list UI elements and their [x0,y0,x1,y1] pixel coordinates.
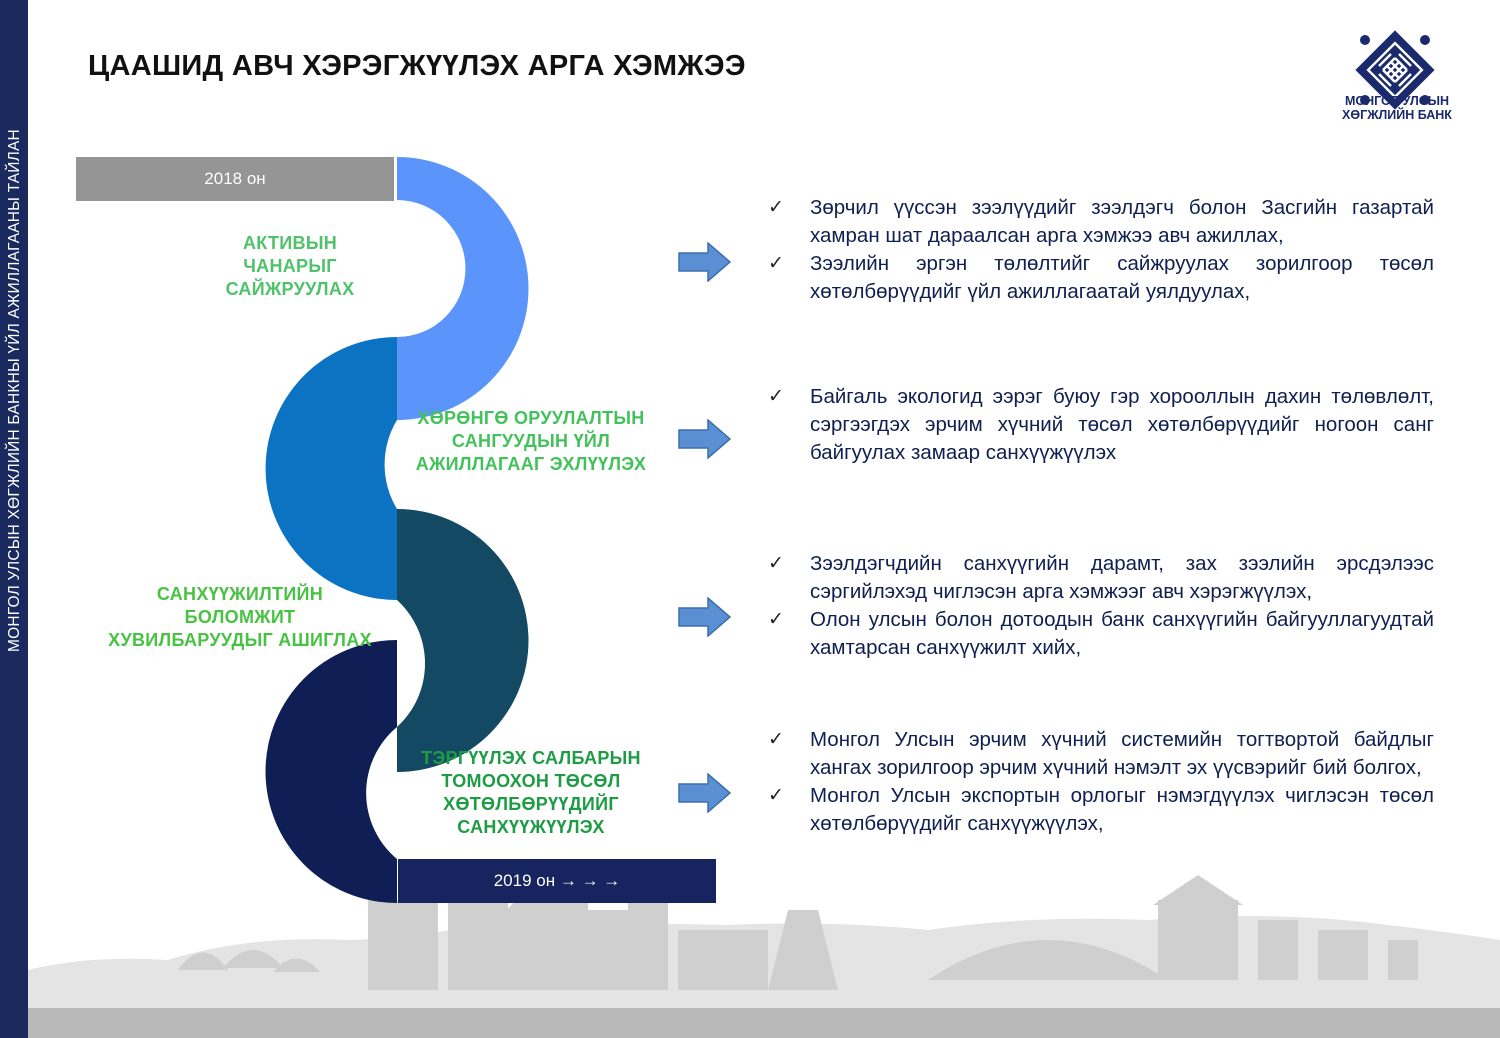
list-item: ✓ Зээлдэгчдийн санхүүгийн дарамт, зах зээ… [768,550,1434,606]
stage-3-line-2: БОЛОМЖИТ [184,607,296,627]
stage-label-2: ХӨРӨНГӨ ОРУУЛАЛТЫН САНГУУДЫН ҮЙЛ АЖИЛЛАГ… [396,407,666,476]
stage-3-line-1: САНХҮҮЖИЛТИЙН [156,584,324,604]
list-item: ✓ Олон улсын болон дотоодын банк санхүүги… [768,606,1434,662]
action-group-3: ✓ Зээлдэгчдийн санхүүгийн дарамт, зах зээ… [768,550,1434,662]
list-item-text: Олон улсын болон дотоодын банк санхүүгий… [810,608,1434,659]
stage-1-line-2: ЧАНАРЫГ [243,256,337,276]
stage-4-line-2: ТОМООХОН ТӨСӨЛ [441,771,621,791]
check-icon: ✓ [768,729,784,750]
end-year-bar: 2019 он → → → [398,859,716,903]
check-icon: ✓ [768,553,784,574]
list-item: ✓ Зээлийн эргэн төлөлтийг сайжруулах зори… [768,250,1434,306]
logo-line-1: МОНГОЛ УЛСЫН [1344,94,1450,108]
list-item: ✓ Монгол Улсын эрчим хүчний системийн тог… [768,726,1434,782]
list-item: ✓ Байгаль экологид ээрэг буюу гэр хороолл… [768,383,1434,467]
start-year-bar: 2018 он [76,157,394,201]
stage-4-line-4: САНХҮҮЖҮҮЛЭХ [457,817,605,837]
list-item-text: Зээлдэгчдийн санхүүгийн дарамт, зах зээл… [810,552,1434,603]
stage-1-line-1: АКТИВЫН [242,233,338,253]
city-skyline-image [28,868,1500,1038]
stage-2-line-2: САНГУУДЫН ҮЙЛ [451,431,611,451]
endless-knot-icon [1355,30,1435,110]
check-icon: ✓ [768,386,784,407]
list-item-text: Монгол Улсын эрчим хүчний системийн тогт… [810,728,1434,779]
list-item-text: Байгаль экологид ээрэг буюу гэр хорооллы… [810,385,1434,464]
stage-4-line-3: ХӨТӨЛБӨРҮҮДИЙГ [443,794,619,814]
stage-2-line-3: АЖИЛЛАГААГ ЭХЛҮҮЛЭХ [415,454,647,474]
sidebar [0,0,28,1038]
timeline-ribbon-1 [397,157,529,420]
arrow-right-icon [678,242,732,282]
footer-band [28,1008,1500,1038]
stage-4-line-1: ТЭРГҮҮЛЭХ САЛБАРЫН [421,748,641,768]
arrow-right-icon [678,419,732,459]
list-item-text: Зээлийн эргэн төлөлтийг сайжруулах зорил… [810,252,1434,303]
list-item-text: Монгол Улсын экспортын орлогыг нэмэгдүүл… [810,784,1434,835]
arrow-right-icon [678,773,732,813]
action-group-1: ✓ Зөрчил үүссэн зээлүүдийг зээлдэгч болон… [768,194,1434,306]
action-group-2: ✓ Байгаль экологид ээрэг буюу гэр хороолл… [768,383,1434,467]
stage-label-1: АКТИВЫН ЧАНАРЫГ САЙЖРУУЛАХ [190,232,390,301]
list-item: ✓ Монгол Улсын экспортын орлогыг нэмэгдүү… [768,782,1434,838]
logo-line-2: ХӨГЖЛИЙН БАНК [1342,108,1452,122]
stage-2-line-1: ХӨРӨНГӨ ОРУУЛАЛТЫН [417,408,645,428]
list-item-text: Зөрчил үүссэн зээлүүдийг зээлдэгч болон … [810,196,1434,247]
logo-text: МОНГОЛ УЛСЫН ХӨГЖЛИЙН БАНК [1322,94,1472,122]
timeline-ribbon-2 [265,337,397,600]
timeline-ribbon-3 [397,509,529,772]
stage-label-3: САНХҮҮЖИЛТИЙН БОЛОМЖИТ ХУВИЛБАРУУДЫГ АШИ… [90,583,390,652]
stage-1-line-3: САЙЖРУУЛАХ [225,279,355,299]
check-icon: ✓ [768,253,784,274]
start-year-label: 2018 он [204,169,266,188]
page-title: ЦААШИД АВЧ ХЭРЭГЖҮҮЛЭХ АРГА ХЭМЖЭЭ [88,50,746,82]
end-year-label: 2019 он → → → [493,871,621,890]
stage-label-4: ТЭРГҮҮЛЭХ САЛБАРЫН ТОМООХОН ТӨСӨЛ ХӨТӨЛБ… [396,747,666,839]
check-icon: ✓ [768,785,784,806]
list-item: ✓ Зөрчил үүссэн зээлүүдийг зээлдэгч болон… [768,194,1434,250]
arrow-right-icon [678,597,732,637]
timeline-ribbon-4 [265,640,397,903]
check-icon: ✓ [768,197,784,218]
check-icon: ✓ [768,609,784,630]
stage-3-line-3: ХУВИЛБАРУУДЫГ АШИГЛАХ [108,630,372,650]
action-group-4: ✓ Монгол Улсын эрчим хүчний системийн тог… [768,726,1434,838]
